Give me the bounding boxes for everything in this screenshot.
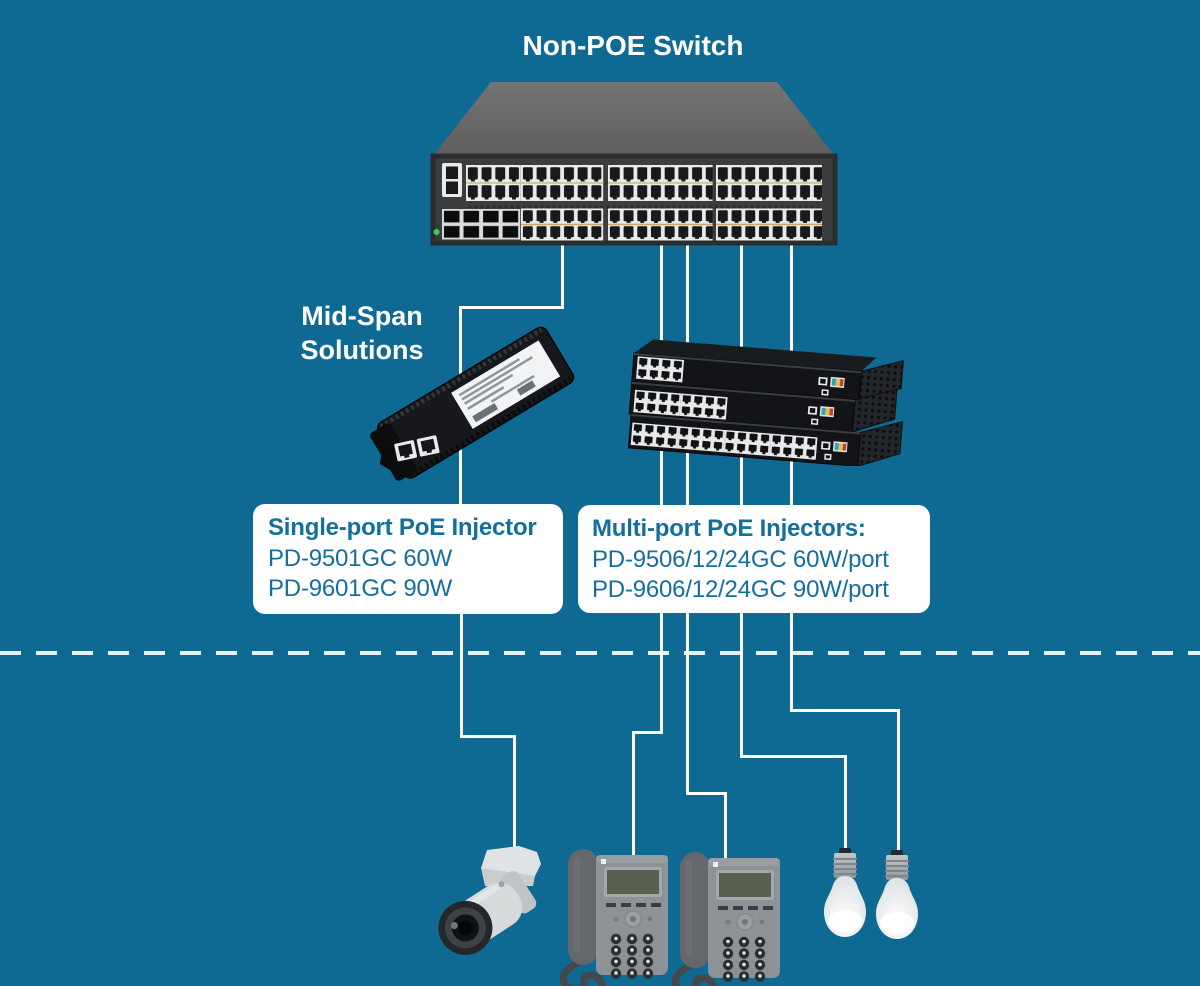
midspan-label: Mid-Span Solutions: [253, 299, 471, 367]
connector-line: [740, 243, 743, 758]
page-title: Non-POE Switch: [522, 30, 744, 61]
phone-cord: [559, 953, 606, 986]
ip-phone-image: [671, 852, 780, 986]
phone-cord: [671, 956, 718, 986]
connector-line: [740, 755, 847, 758]
rj45-port-group: [679, 393, 728, 420]
led-bulb-image: [876, 850, 918, 939]
rj45-port-group: [521, 165, 604, 201]
connector-line: [632, 731, 635, 858]
injector-mount-hook: [380, 442, 396, 470]
connector-line: [790, 243, 793, 712]
connector-line: [660, 243, 663, 734]
right-box-line: PD-9606/12/24GC 90W/port: [592, 576, 889, 603]
stack-uplink-and-logo: [820, 441, 848, 461]
connector-line: [686, 792, 727, 795]
phone-handset: [680, 852, 710, 968]
multi-port-poe-injector-stack-image: [627, 339, 904, 466]
midspan-line2: Solutions: [300, 335, 424, 365]
camera-body: [438, 871, 537, 955]
rj45-port-group: [716, 165, 822, 201]
rj45-port-group: [608, 165, 713, 201]
switch-vent-strip: [465, 202, 822, 209]
switch-top-face: [433, 82, 835, 156]
rj45-port-group: [521, 208, 604, 241]
multi-port-injector-label-box: Multi-port PoE Injectors: PD-9506/12/24G…: [578, 505, 930, 613]
phone-keypad: [722, 936, 766, 982]
phone-softkeys: [718, 906, 773, 910]
phone-nav-cluster: [613, 910, 653, 928]
connector-line: [844, 755, 847, 856]
rj45-port-group: [769, 433, 818, 460]
rj45-port-group: [633, 389, 682, 416]
phone-keypad: [610, 933, 654, 979]
left-box-line: PD-9601GC 90W: [268, 575, 453, 602]
rj45-port-group: [630, 422, 679, 449]
non-poe-switch-image: [430, 82, 838, 246]
connector-line: [513, 735, 516, 856]
sfp-port-group: [442, 209, 521, 240]
connector-line: [897, 709, 900, 856]
connector-line: [460, 613, 463, 738]
led-bulb-image: [824, 848, 866, 937]
left-box-title: Single-port PoE Injector: [268, 514, 537, 541]
rj45-port-group: [608, 208, 713, 241]
stack-uplink-and-logo: [818, 376, 845, 396]
phone-nav-cluster: [725, 913, 765, 931]
phone-handset: [568, 849, 598, 965]
rj45-port-group: [466, 165, 521, 201]
connector-line: [790, 709, 900, 712]
right-box-line: PD-9506/12/24GC 60W/port: [592, 546, 889, 573]
rj45-port-group: [716, 208, 822, 241]
rj45-port-group: [676, 426, 726, 453]
rj45-port-group: [636, 356, 685, 383]
midspan-line1: Mid-Span: [301, 301, 423, 331]
connector-line: [724, 792, 727, 862]
connector-line: [459, 306, 564, 309]
rj45-port-group: [723, 429, 772, 456]
left-box-line: PD-9501GC 60W: [268, 545, 453, 572]
single-port-poe-injector-image: [370, 326, 575, 481]
connector-line: [561, 243, 564, 309]
connector-line: [460, 735, 516, 738]
stack-top-face: [634, 339, 877, 372]
switch-mgmt-ports: [442, 163, 462, 197]
ip-camera-image: [438, 846, 541, 955]
status-led: [433, 229, 440, 235]
stack-uplink-and-logo: [807, 406, 835, 425]
single-port-injector-label-box: Single-port PoE Injector PD-9501GC 60W P…: [253, 504, 563, 614]
phone-softkeys: [606, 903, 661, 907]
injector-label: [451, 340, 561, 429]
right-box-title: Multi-port PoE Injectors:: [592, 515, 866, 542]
ip-phone-image: [559, 849, 668, 986]
connector-line: [632, 731, 663, 734]
dashed-divider: [0, 651, 1200, 655]
injector-rj45-ports: [394, 435, 440, 462]
